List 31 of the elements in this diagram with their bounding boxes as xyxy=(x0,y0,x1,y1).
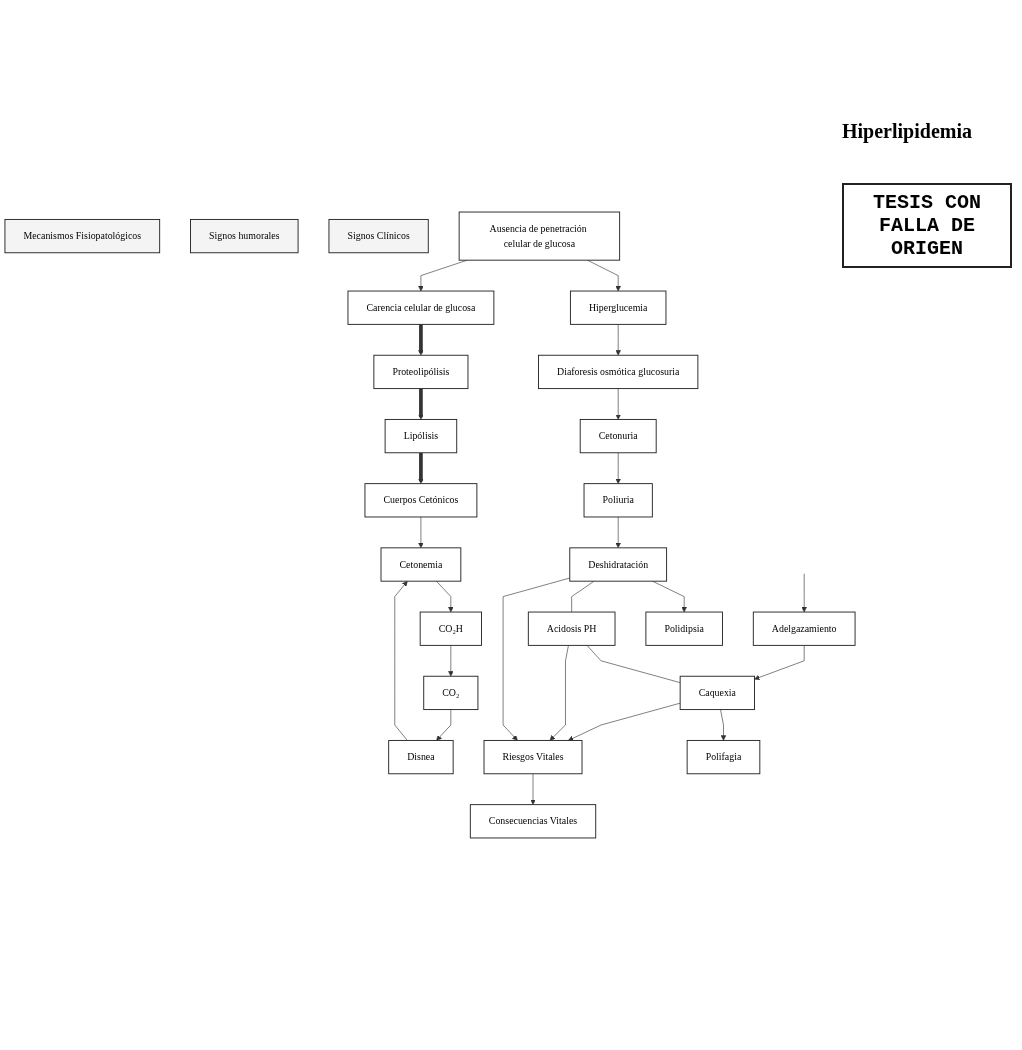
arrow xyxy=(418,452,424,484)
node-box: Lipólisis xyxy=(384,418,458,454)
node-box: CO₂ xyxy=(423,675,479,711)
connector xyxy=(571,580,595,613)
node-box: Cetonuria xyxy=(579,418,657,454)
brace-label: Hiperlipidemia xyxy=(842,120,973,143)
node-box: Ausencia de penetración celular de glucosa xyxy=(458,211,621,261)
node-box: Diaforesis osmótica glucosuria xyxy=(538,354,699,390)
node-box: Poliuria xyxy=(583,483,653,518)
node-box: Hiperglucemia xyxy=(569,290,667,325)
node-box: Carencia celular de glucosa xyxy=(347,290,495,325)
node-box: Polifagia xyxy=(686,739,761,775)
node-box: Riesgos Vitales xyxy=(483,739,583,775)
node-box: Acidosis PH xyxy=(527,611,616,646)
node-box: CO₂H xyxy=(419,611,482,646)
node-box: Disnea xyxy=(388,739,454,775)
node-box: Mecanismos Fisiopatológicos xyxy=(4,218,161,254)
node-box: Caquexia xyxy=(679,675,755,711)
node-box: Cetonemia xyxy=(380,547,462,582)
arrow xyxy=(418,388,424,420)
node-box: Signos humorales xyxy=(190,218,299,254)
node-box: Polidipsia xyxy=(645,611,723,646)
connector xyxy=(586,645,681,683)
node-box: Deshidratación xyxy=(569,547,668,582)
node-box: Signos Clínicos xyxy=(328,218,429,254)
node-box: Consecuencias Vitales xyxy=(469,804,597,839)
node-box: Cuerpos Cetónicos xyxy=(364,483,478,518)
stamp-text: TESIS CON FALLA DE ORIGEN xyxy=(842,183,1012,268)
node-box: Adelgazamiento xyxy=(752,611,856,646)
node-box: Proteolipólisis xyxy=(373,354,469,390)
arrow xyxy=(418,324,424,356)
